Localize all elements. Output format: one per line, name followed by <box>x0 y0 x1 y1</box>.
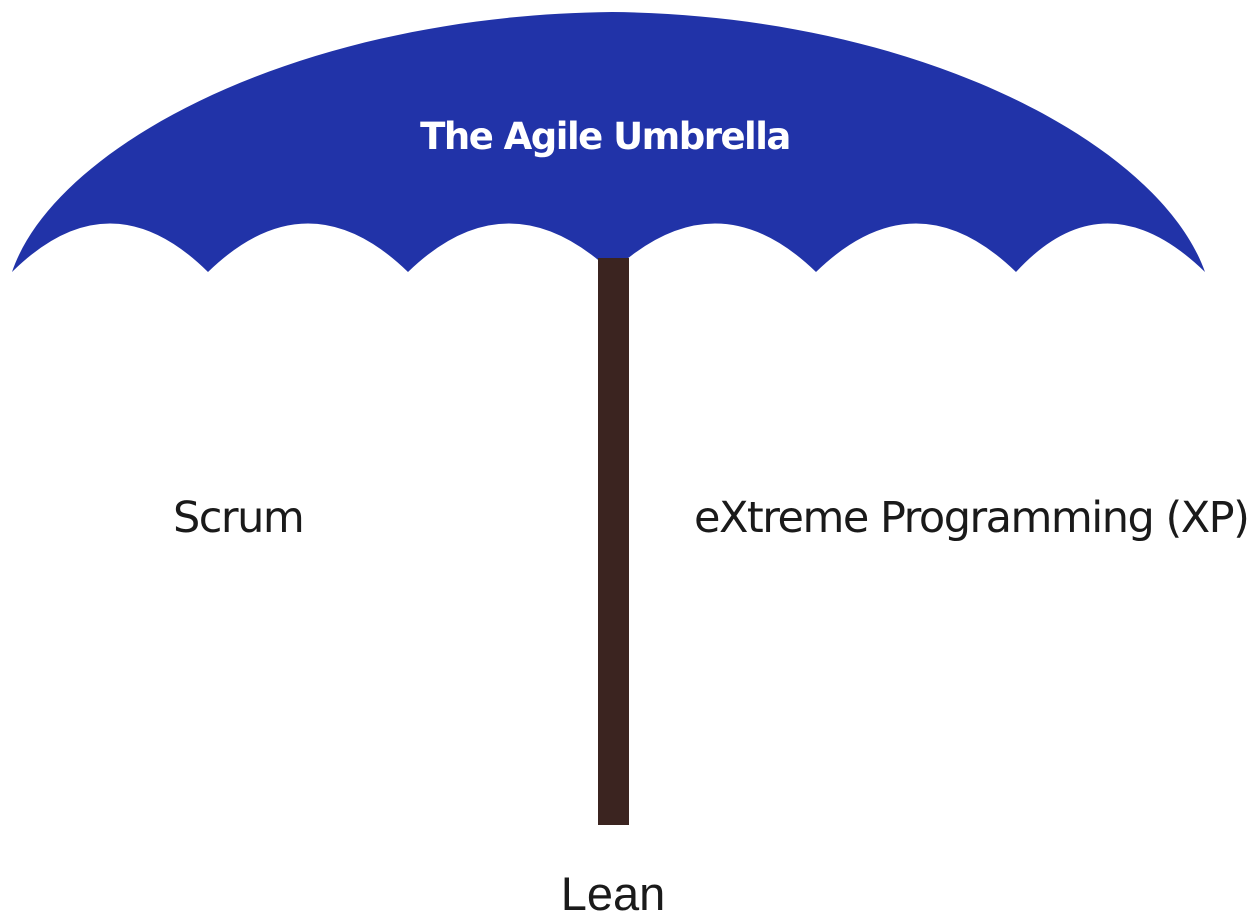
umbrella-title: The Agile Umbrella <box>420 115 790 158</box>
umbrella-pole <box>598 258 629 825</box>
scrum-label: Scrum <box>173 493 303 543</box>
umbrella-canopy <box>12 12 1205 272</box>
xp-label: eXtreme Programming (XP) <box>694 493 1247 543</box>
lean-label: Lean <box>561 867 666 915</box>
